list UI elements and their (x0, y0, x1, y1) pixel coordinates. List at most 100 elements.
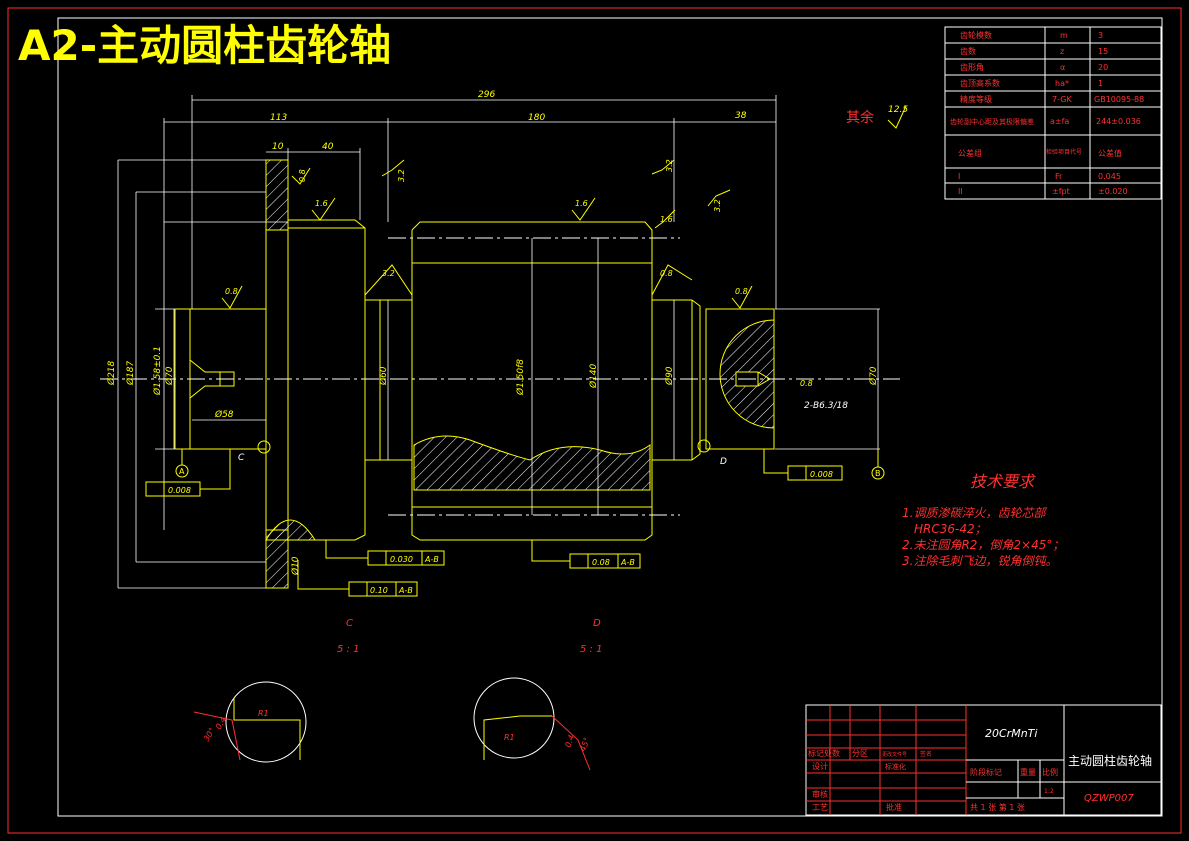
dim-60: Ø60 (378, 366, 389, 386)
dim-left-length: 113 (270, 113, 287, 123)
tech-requirements: 技术要求 1.调质渗碳淬火，齿轮芯部 HRC36-42； 2.未注圆角R2，倒角… (902, 472, 1064, 568)
rough-12: 0.8 (800, 379, 813, 388)
dim-shoulder-a: 10 (272, 142, 284, 152)
design-label: 设计 (812, 761, 828, 771)
dim-187: Ø187 (125, 360, 136, 386)
rough-5: 3.2 (665, 159, 674, 172)
rough-8: 0.8 (298, 169, 307, 182)
review-label: 审核 (812, 789, 828, 799)
param-name-3: 齿顶高系数 (960, 78, 1000, 88)
mark-2: 分区 (852, 749, 868, 758)
tech-title: 技术要求 (970, 472, 1036, 491)
group-val-0: 0.045 (1098, 172, 1121, 181)
mark-4: 签名 (920, 750, 932, 758)
dim-right-length: 38 (735, 111, 747, 121)
material: 20CrMnTi (985, 727, 1037, 740)
param-name-0: 齿轮模数 (960, 30, 992, 40)
dim-shoulder-b: 40 (322, 142, 334, 152)
datum-d: D (720, 457, 727, 467)
dimension-lines (117, 95, 880, 589)
tech-line-1: 1.调质渗碳淬火，齿轮芯部 (902, 506, 1047, 520)
datum-c: C (238, 453, 245, 463)
tech-line-2: HRC36-42； (914, 522, 987, 536)
group-header-value: 公差值 (1098, 148, 1122, 158)
param-sym-1: z (1060, 47, 1064, 56)
dim-bore: Ø58 (214, 409, 234, 420)
tech-line-4: 3.注除毛刺飞边，锐角倒钝。 (902, 554, 1057, 568)
detail-d-label: D (593, 618, 601, 629)
shaft-outline (174, 159, 775, 589)
param-val-5: 244±0.036 (1096, 117, 1141, 126)
param-sym-5: a±fa (1050, 117, 1069, 126)
dim-hole: Ø10 (290, 556, 301, 576)
dim-140: Ø140 (588, 363, 599, 389)
tol-2: 0.008 (810, 470, 833, 479)
dim-gear: Ø1.50f8 (515, 359, 526, 396)
standard-label: 标准化 (885, 762, 906, 771)
tol-1: 0.008 (168, 486, 191, 495)
param-val-3: 1 (1098, 79, 1103, 88)
dim-gear-width: 180 (528, 113, 545, 123)
param-sym-4: 7-GK (1052, 95, 1072, 104)
dim-70-left: Ø70 (164, 366, 175, 386)
group-header-name: 公差组 (958, 148, 982, 158)
sheets: 共 1 张 第 1 张 (970, 802, 1025, 812)
detail-c-dim1: R1 (258, 709, 269, 718)
detail-d-dim1: R1 (504, 733, 515, 742)
rough-1: 0.8 (225, 287, 238, 296)
dim-shaft-left: Ø1.58±0.1 (152, 346, 163, 396)
group-sym-1: ±fpt (1052, 187, 1070, 196)
outer-frame (7, 7, 1182, 834)
param-sym-0: m (1060, 31, 1068, 40)
detail-d-dim2: 0.4 (563, 734, 576, 749)
param-name-1: 齿数 (960, 46, 976, 56)
group-sym-0: Fr (1055, 172, 1063, 181)
datum-a: A (179, 467, 185, 476)
dim-overall: 296 (478, 90, 495, 100)
tol-4-ref: A-B (620, 558, 635, 567)
param-val-2: 20 (1098, 63, 1108, 72)
tol-5-ref: A-B (398, 586, 413, 595)
group-val-1: ±0.020 (1098, 187, 1128, 196)
rough-11: 0.8 (660, 269, 673, 278)
dim-90: Ø90 (664, 366, 675, 386)
dim-70-right: Ø70 (868, 366, 879, 386)
rough-4: 1.6 (575, 199, 588, 208)
param-sym-2: α (1060, 63, 1065, 72)
scale-value: 1:2 (1044, 788, 1054, 795)
detail-c-label: C (346, 618, 353, 629)
stage-label: 阶段标记 (970, 767, 1002, 777)
param-val-1: 15 (1098, 47, 1108, 56)
datum-b: B (875, 469, 881, 478)
gear-param-table: 齿轮模数 m 3 齿数 z 15 齿形角 α 20 齿顶高系数 ha* 1 精度… (944, 26, 1162, 200)
rough-10: 3.2 (382, 269, 395, 278)
rough-9: 3.2 (713, 199, 722, 212)
group-header-symbol: 检验项目代号 (1046, 148, 1082, 156)
tol-4: 0.08 (592, 558, 610, 567)
detail-c-scale: 5 : 1 (337, 644, 359, 655)
param-sym-3: ha* (1055, 79, 1069, 88)
rough-2: 1.6 (315, 199, 328, 208)
title-block: 20CrMnTi 主动圆柱齿轮轴 QZWP007 标记处数 分区 更改文件号 签… (805, 704, 1162, 816)
detail-c: C 5 : 1 R1 0.4 30° (193, 618, 359, 763)
tol-5: 0.10 (370, 586, 388, 595)
rough-6: 1.6 (660, 215, 673, 224)
group-name-0: I (958, 172, 960, 181)
mark-1: 标记处数 (808, 748, 840, 758)
dim-218: Ø218 (106, 360, 117, 386)
scale-label: 比例 (1042, 767, 1058, 777)
process-label: 工艺 (812, 803, 828, 812)
dim-thread: 2-B6.3/18 (804, 401, 848, 411)
tol-3-ref: A-B (424, 555, 439, 564)
param-name-5: 齿轮副中心距及其极限偏差 (950, 117, 1034, 126)
group-name-1: II (958, 187, 963, 196)
drawing-number: QZWP007 (1084, 793, 1134, 804)
rough-3: 3.2 (397, 169, 406, 182)
rough-rest-value: 12.5 (888, 105, 908, 115)
param-name-2: 齿形角 (960, 62, 984, 72)
mark-3: 更改文件号 (882, 751, 907, 758)
part-name: 主动圆柱齿轮轴 (1068, 753, 1152, 768)
tol-3: 0.030 (390, 555, 413, 564)
tech-line-3: 2.未注圆角R2，倒角2×45°； (902, 538, 1064, 552)
